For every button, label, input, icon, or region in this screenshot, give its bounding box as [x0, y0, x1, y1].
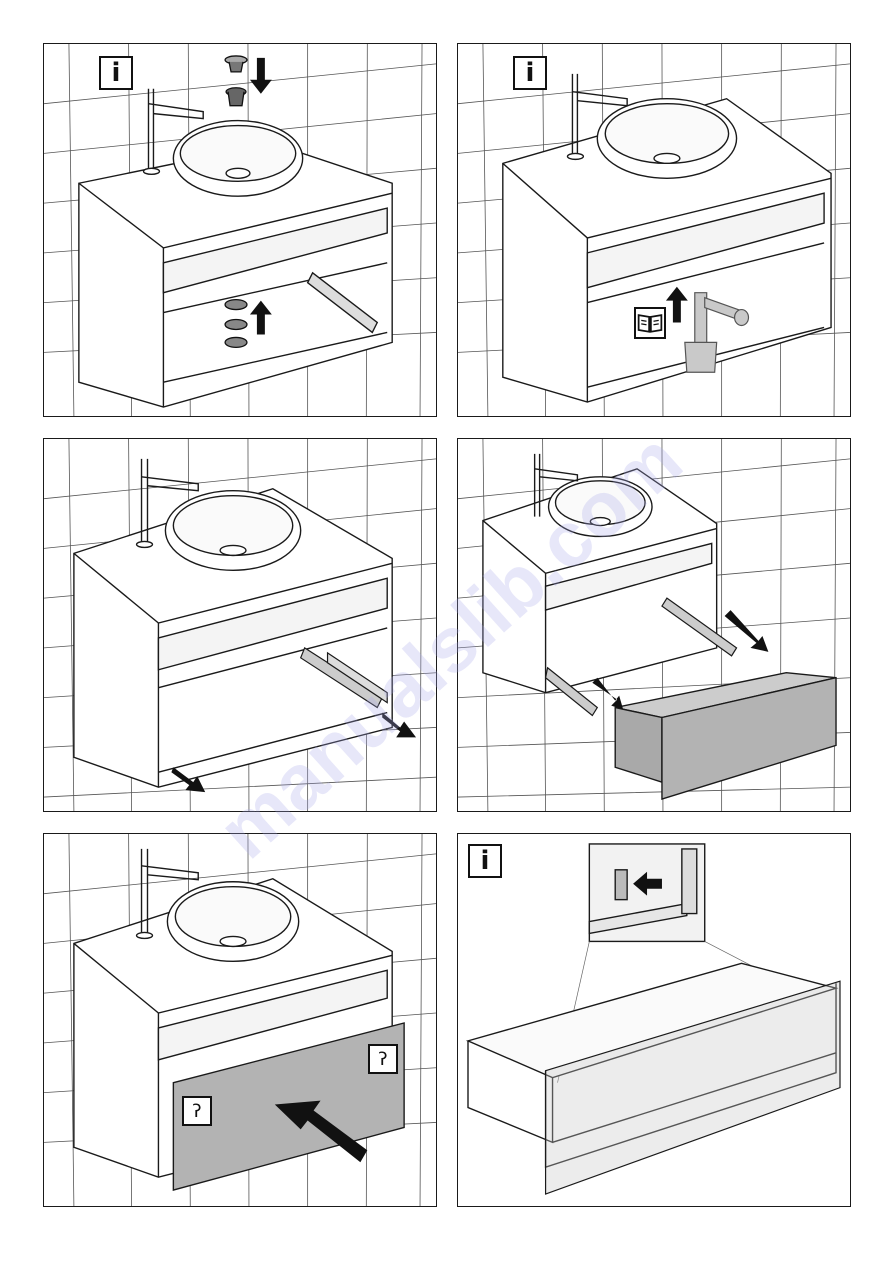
detail-zoom-icon — [589, 844, 704, 941]
arrow-down-icon — [250, 58, 272, 94]
illustration-siphon-install — [458, 44, 850, 416]
illustration-drawer-insert — [458, 439, 850, 811]
manual-book-icon — [634, 307, 666, 339]
drain-parts-icons — [44, 44, 436, 416]
panel-step-6: i — [457, 833, 851, 1207]
drain-strainer-icon — [226, 88, 246, 106]
illustration-drawer-close — [44, 834, 436, 1206]
arrow-down-left-icon — [592, 678, 623, 710]
drain-cap-icon — [225, 56, 247, 72]
washer-ring-icon — [225, 300, 247, 348]
panel-step-4 — [457, 438, 851, 812]
drawer-icon — [615, 673, 836, 799]
info-icon: i — [468, 844, 502, 878]
ear-icon: ʔ — [368, 1044, 398, 1074]
ear-icon: ʔ — [182, 1096, 212, 1126]
illustration-drawer-detail — [458, 834, 850, 1206]
panel-step-2: i — [457, 43, 851, 417]
panel-step-3 — [43, 438, 437, 812]
book-glyph — [636, 309, 664, 337]
arrow-up-icon — [250, 301, 272, 335]
illustration-runner-extend — [44, 439, 436, 811]
panel-step-1: i — [43, 43, 437, 417]
info-icon: i — [513, 56, 547, 90]
panel-step-5: ʔ ʔ — [43, 833, 437, 1207]
